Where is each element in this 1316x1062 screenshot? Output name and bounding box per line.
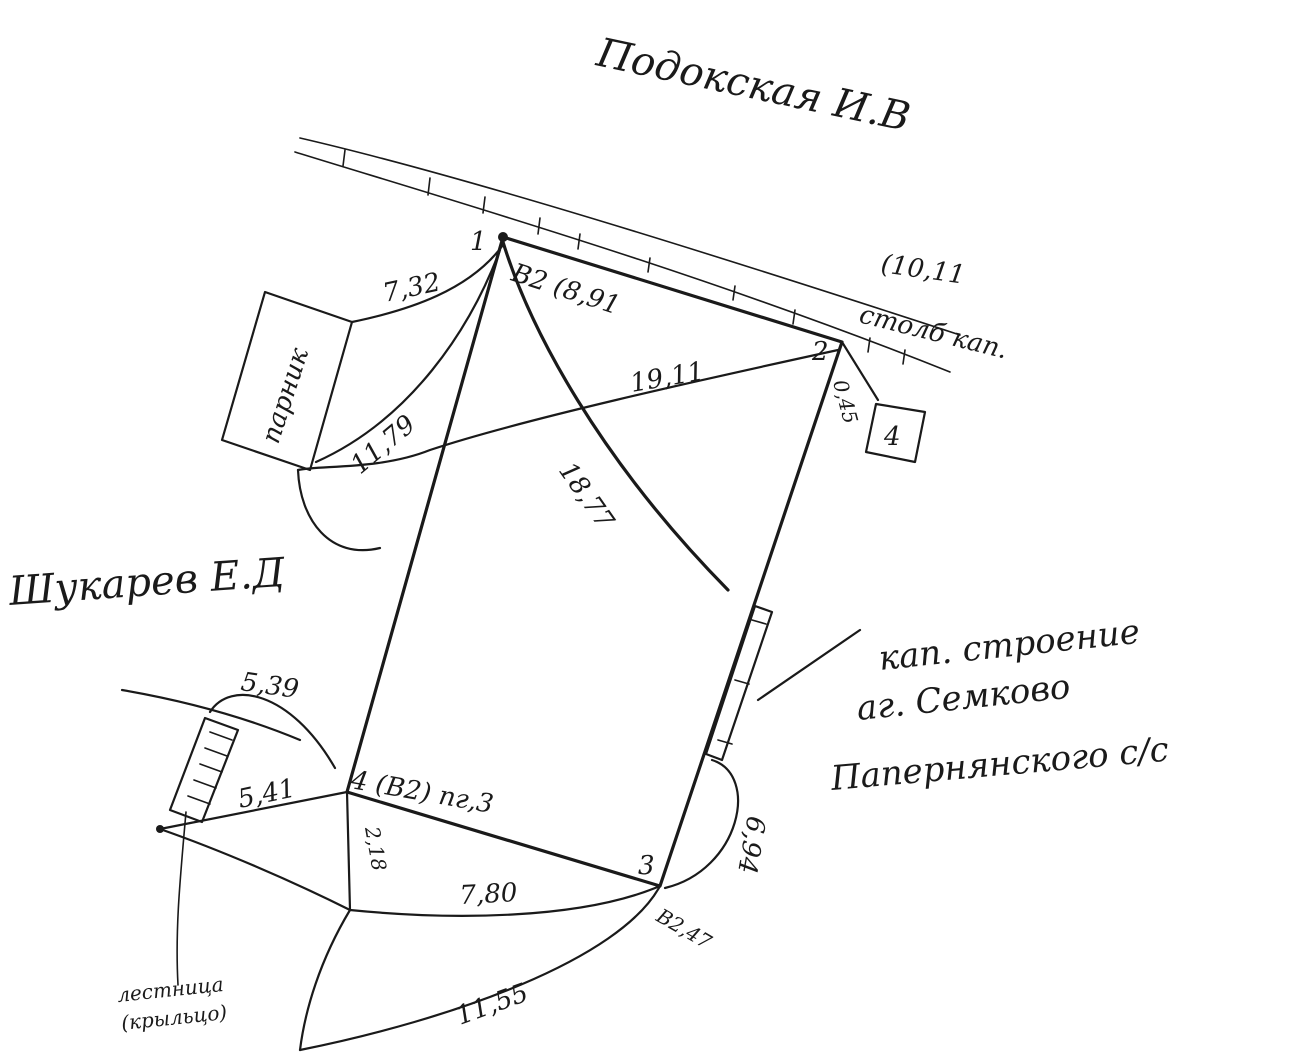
stairs-to-mid (158, 827, 352, 912)
measure-11-55: 11,55 (452, 978, 532, 1032)
measure-line-7-32 (350, 243, 505, 324)
measure-line-11-79 (314, 248, 502, 464)
road-ticks (342, 149, 906, 365)
road-upper-edge (299, 137, 961, 336)
measure-line-2-18 (345, 790, 352, 912)
measure-2-18: 2,18 (360, 824, 392, 873)
left-fence (120, 688, 302, 742)
neighbor-top-label: Подокская И.В (592, 30, 914, 141)
measure-5-39: 5,39 (239, 667, 301, 705)
note-line-1: кап. строение (877, 612, 1142, 679)
road-lower-edge (294, 151, 951, 373)
capital-building-ticks (717, 619, 767, 745)
box-4-label: 4 (883, 422, 901, 452)
measure-arc-5-39 (208, 693, 337, 770)
measure-line-7-80 (348, 884, 662, 917)
measure-line-18-77 (501, 240, 730, 592)
measure-5-41: 5,41 (235, 773, 298, 814)
greenhouse-rect (220, 290, 354, 472)
stairs-leader (176, 811, 187, 986)
measure-arc-11-55 (298, 884, 662, 1052)
measure-line-0-45 (840, 340, 880, 402)
side-1-4 (345, 235, 505, 794)
point-2-label: 2 (811, 337, 829, 367)
greenhouse-label: парник (256, 344, 315, 447)
measure-line-19-11 (296, 348, 840, 472)
point-4-mark: 4 (В2) пг,3 (348, 765, 496, 820)
measure-0-45: 0,45 (828, 377, 863, 426)
neighbor-left-label: Шукарев Е.Д (6, 550, 287, 615)
point-3-mark: В2,47 (652, 903, 716, 954)
measure-7-32: 7,32 (380, 267, 443, 308)
measure-6-94: 6,94 (731, 814, 771, 876)
greenhouse-lower-arc (296, 468, 382, 552)
measure-19-11: 19,11 (628, 356, 707, 398)
point-3-label: 3 (638, 851, 655, 881)
box-4 (864, 402, 927, 464)
measure-18-77: 18,77 (552, 457, 620, 536)
measure-7-80: 7,80 (459, 878, 518, 911)
point-1-label: 1 (470, 227, 487, 257)
point-2-pole-value: (10,11 (879, 249, 967, 290)
point-1-marker (498, 232, 508, 242)
stairs (168, 716, 240, 824)
note-line-3: Папернянского с/с (828, 730, 1170, 799)
capital-building-strip (704, 604, 774, 762)
stairs-label-2: (крыльцо) (120, 1000, 228, 1035)
measure-line-5-41 (158, 790, 349, 831)
note-leader (756, 628, 862, 702)
point-2-pole-text: столб кап. (856, 300, 1010, 366)
measure-arc-6-94 (663, 758, 739, 890)
measure-line-11-55 (298, 908, 352, 1052)
stairs-steps (187, 731, 233, 805)
